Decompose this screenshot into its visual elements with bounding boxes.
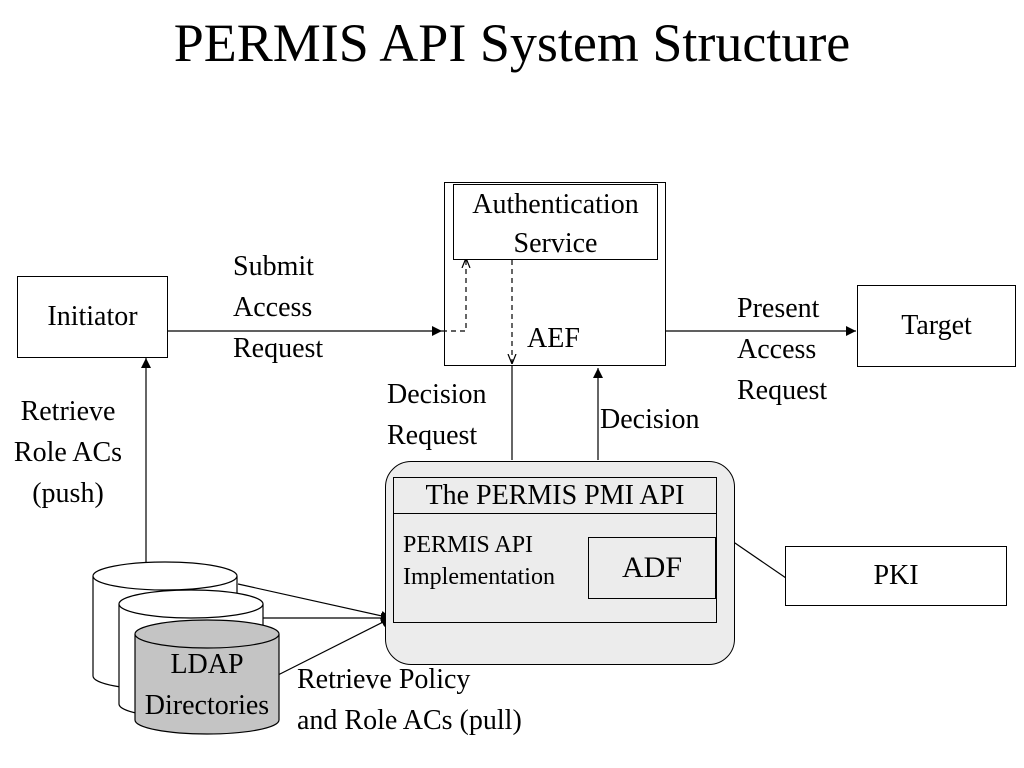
permis-pmi-api-label: The PERMIS PMI API [425,480,685,511]
ldap-cylinder-front [134,619,280,735]
aef-to-auth-dashed-arrow [442,258,466,332]
decision-request-line-1: Decision [387,379,487,410]
submit-access-request-label: Submit Access Request [233,246,323,369]
retrieve-role-acs-label: Retrieve Role ACs (push) [0,391,136,514]
aef-box [444,182,666,366]
decision-request-label: Decision Request [387,374,487,456]
permis-api-implementation-box [393,513,717,623]
ldap-label-line-1: LDAP [170,649,244,680]
ldap-to-api-arrows [237,583,392,676]
pki-box: PKI [785,546,1007,606]
retrieve-policy-label: Retrieve Policy and Role ACs (pull) [297,659,522,741]
authentication-service-line-2: Service [513,228,598,259]
retrieve-policy-line-2: and Role ACs (pull) [297,705,522,736]
decision-request-line-2: Request [387,420,478,451]
retrieve-role-line-3: (push) [32,478,104,509]
ldap-directories-label: LDAP Directories [127,644,287,726]
initiator-box: Initiator [17,276,168,358]
aef-label: AEF [527,323,580,354]
adf-label: ADF [621,551,682,584]
initiator-label: Initiator [47,301,138,332]
submit-label-line-3: Request [233,333,324,364]
retrieve-role-line-1: Retrieve [20,396,116,427]
target-label: Target [901,310,972,341]
page-title: PERMIS API System Structure [173,13,851,73]
present-label-line-3: Request [737,375,828,406]
authentication-service-line-1: Authentication [472,189,639,220]
target-box: Target [857,285,1016,367]
adf-box: ADF [588,537,716,599]
retrieve-role-line-2: Role ACs [13,437,123,468]
pki-label: PKI [873,560,919,591]
present-access-request-label: Present Access Request [737,288,827,411]
permis-pmi-api-box [385,461,735,665]
present-label-line-1: Present [737,293,820,324]
permis-api-implementation-line-2: Implementation [403,564,555,590]
decision-label: Decision [600,404,700,435]
present-label-line-2: Access [737,334,817,365]
submit-label-line-1: Submit [233,251,314,282]
retrieve-policy-line-1: Retrieve Policy [297,664,471,695]
submit-label-line-2: Access [233,292,313,323]
permis-pmi-api-header: The PERMIS PMI API [393,477,717,513]
ldap-label-line-2: Directories [144,690,270,721]
permis-api-implementation-line-1: PERMIS API [403,532,534,558]
permis-api-implementation-label: PERMIS API Implementation [403,529,555,593]
authentication-service-box: Authentication Service [453,184,658,260]
